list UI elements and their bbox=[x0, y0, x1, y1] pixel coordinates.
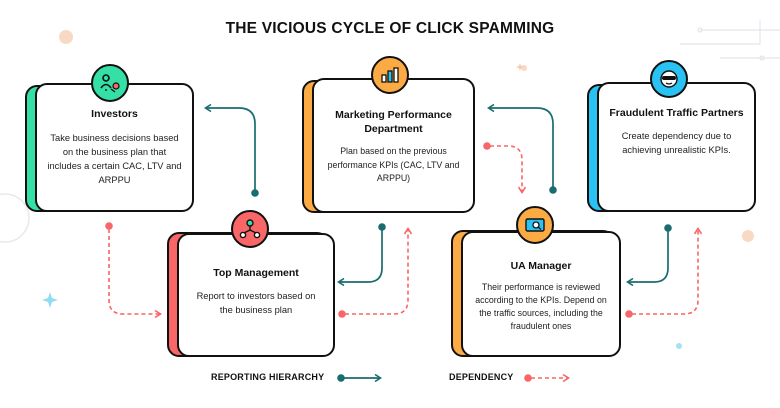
decor-dot bbox=[59, 30, 73, 44]
dependency-arrow-investors-to-top-management bbox=[105, 222, 160, 314]
partners-card-body: Fraudulent Traffic Partners Create depen… bbox=[597, 82, 756, 212]
decor-ring bbox=[0, 193, 30, 243]
investors-description: Take business decisions based on the bus… bbox=[47, 133, 182, 185]
marketing-description: Plan based on the previous performance K… bbox=[327, 146, 460, 183]
partners-heading: Fraudulent Traffic Partners bbox=[609, 107, 744, 119]
reporting-arrow-ua-manager-to-marketing bbox=[489, 108, 557, 194]
reporting-arrow-partners-to-ua-manager bbox=[628, 224, 672, 282]
reporting-arrow-top-management-to-investors bbox=[206, 108, 259, 197]
bar-chart-icon bbox=[371, 56, 409, 94]
dependency-arrow-marketing-to-ua-manager bbox=[483, 142, 522, 192]
legend-dependency-arrow bbox=[524, 374, 568, 382]
reporting-arrow-marketing-to-top-management bbox=[339, 223, 386, 282]
legend-reporting-label: REPORTING HIERARCHY bbox=[211, 372, 325, 382]
ua-manager-description: Their performance is reviewed according … bbox=[475, 282, 607, 331]
ua-manager-heading: UA Manager bbox=[510, 260, 572, 272]
decor-dot bbox=[676, 343, 682, 349]
marketing-card-body: Marketing Performance Department Plan ba… bbox=[312, 78, 475, 213]
top-management-description: Report to investors based on the busines… bbox=[196, 291, 316, 315]
legend-dependency-label: DEPENDENCY bbox=[449, 372, 514, 382]
masked-face-icon bbox=[650, 60, 688, 98]
top-management-card-body: Top Management Report to investors based… bbox=[177, 233, 335, 357]
dependency-arrow-ua-manager-to-partners bbox=[625, 229, 698, 318]
investors-card-body: Investors Take business decisions based … bbox=[35, 83, 194, 212]
dependency-arrow-top-management-to-marketing bbox=[338, 229, 408, 318]
top-management-heading: Top Management bbox=[213, 267, 299, 279]
monitor-search-icon bbox=[516, 206, 554, 244]
investors-heading: Investors bbox=[91, 108, 138, 120]
partners-description: Create dependency due to achieving unrea… bbox=[621, 131, 732, 155]
decor-dot bbox=[742, 230, 754, 242]
page-title: THE VICIOUS CYCLE OF CLICK SPAMMING bbox=[225, 20, 555, 37]
decor-circuit-lines bbox=[680, 20, 780, 61]
hierarchy-icon bbox=[231, 210, 269, 248]
marketing-heading: Marketing Performance Department bbox=[335, 109, 452, 135]
investor-network-icon bbox=[91, 64, 129, 102]
decor-sparkle bbox=[516, 63, 524, 71]
ua-manager-card-body: UA Manager Their performance is reviewed… bbox=[461, 231, 621, 357]
legend-reporting-arrow bbox=[337, 374, 380, 382]
decor-sparkle bbox=[42, 292, 58, 308]
